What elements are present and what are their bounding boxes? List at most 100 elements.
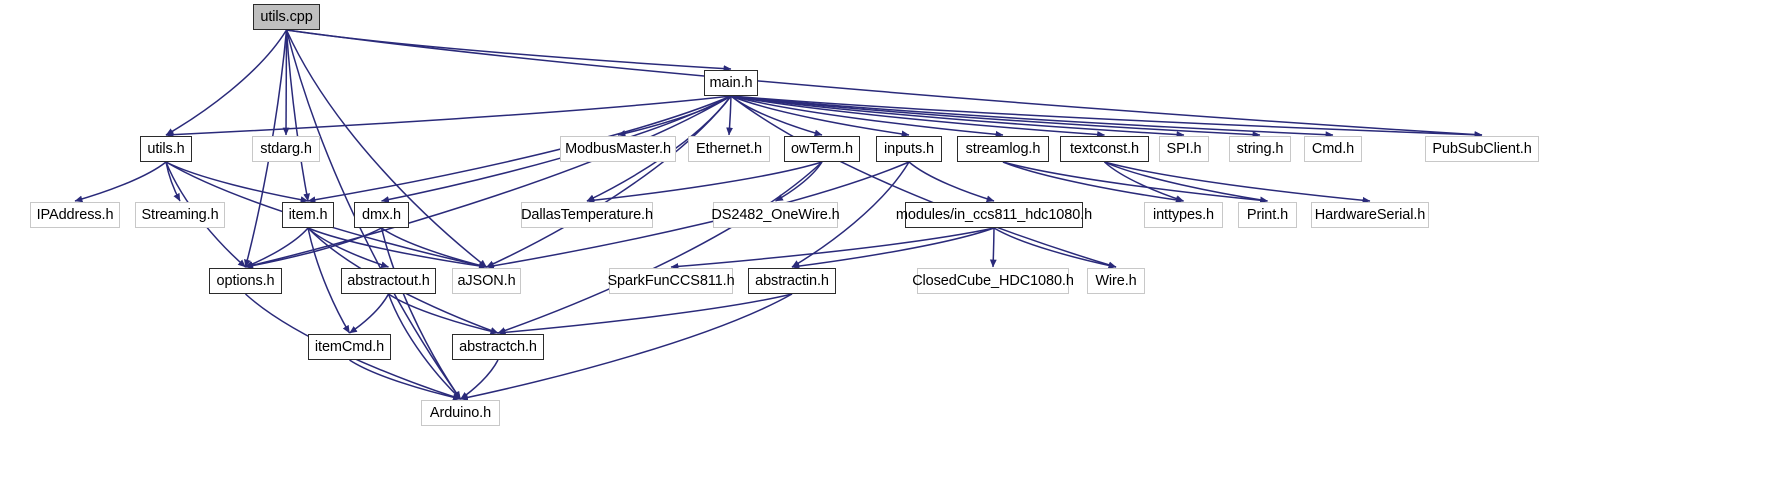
node-label: SparkFunCCS811.h [607, 272, 735, 289]
node-label: Arduino.h [429, 404, 492, 421]
node-label: Print.h [1246, 206, 1289, 223]
node-sparkfunccs-h[interactable]: SparkFunCCS811.h [607, 268, 735, 294]
node-label: streamlog.h [965, 140, 1041, 157]
node-label: abstractout.h [347, 272, 430, 289]
edge-main-h-to-textconst-h [730, 95, 1105, 138]
node-abstractin-h[interactable]: abstractin.h [748, 268, 836, 294]
edge-owterm-h-to-abstractch-h [497, 161, 823, 334]
edge-abstractout-h-to-abstractch-h [388, 293, 499, 335]
edge-abstractin-h-to-abstractch-h [497, 293, 793, 336]
node-label: item.h [288, 206, 328, 223]
node-label: utils.cpp [260, 8, 313, 25]
edge-modules-ccs-h-to-closedcube-h [989, 227, 997, 268]
node-streaming-h[interactable]: Streaming.h [135, 202, 225, 228]
edge-main-h-to-ajson-h [486, 95, 732, 268]
edge-inputs-h-to-modules-ccs-h [908, 161, 995, 203]
node-owterm-h[interactable]: owTerm.h [784, 136, 860, 162]
node-modbusmaster-h[interactable]: ModbusMaster.h [560, 136, 676, 162]
node-label: options.h [216, 272, 275, 289]
edge-textconst-h-to-hardwareserial-h [1104, 161, 1371, 204]
node-itemcmd-h[interactable]: itemCmd.h [308, 334, 391, 360]
edge-main-h-to-cmd-h [730, 95, 1334, 139]
edge-utils-h-to-streaming-h [165, 161, 181, 202]
node-ethernet-h[interactable]: Ethernet.h [688, 136, 770, 162]
node-wire-h[interactable]: Wire.h [1087, 268, 1145, 294]
edge-utils-cpp-to-main-h [286, 29, 732, 72]
node-label: SPI.h [1166, 140, 1202, 157]
edge-modules-ccs-h-to-abstractin-h [791, 227, 995, 270]
node-main-h[interactable]: main.h [704, 70, 758, 96]
edge-dmx-h-to-options-h [245, 227, 382, 269]
edge-textconst-h-to-inttypes-h [1103, 161, 1184, 202]
node-abstractout-h[interactable]: abstractout.h [341, 268, 436, 294]
node-dmx-h[interactable]: dmx.h [354, 202, 409, 228]
node-label: HardwareSerial.h [1314, 206, 1426, 223]
node-label: ModbusMaster.h [565, 140, 671, 157]
node-abstractch-h[interactable]: abstractch.h [452, 334, 544, 360]
node-streamlog-h[interactable]: streamlog.h [957, 136, 1049, 162]
node-label: Streaming.h [141, 206, 219, 223]
edge-main-h-to-spi-h [730, 95, 1185, 138]
edge-abstractout-h-to-itemcmd-h [349, 293, 390, 334]
edge-modules-ccs-h-to-wire-h [993, 227, 1117, 269]
node-label: PubSubClient.h [1432, 140, 1532, 157]
node-modules-ccs-h[interactable]: modules/in_ccs811_hdc1080.h [896, 202, 1092, 228]
node-ipaddress-h[interactable]: IPAddress.h [30, 202, 120, 228]
node-label: abstractin.h [755, 272, 829, 289]
edge-main-h-to-options-h [245, 95, 732, 269]
edge-main-h-to-streamlog-h [730, 95, 1004, 138]
node-options-h[interactable]: options.h [209, 268, 282, 294]
node-dallastemp-h[interactable]: DallasTemperature.h [521, 202, 653, 228]
edge-utils-cpp-to-item-h [285, 29, 310, 202]
node-label: aJSON.h [457, 272, 516, 289]
edge-utils-cpp-to-utils-h [165, 29, 288, 136]
edge-item-h-to-abstractout-h [307, 227, 389, 269]
node-ajson-h[interactable]: aJSON.h [452, 268, 521, 294]
node-label: inttypes.h [1152, 206, 1215, 223]
node-print-h[interactable]: Print.h [1238, 202, 1297, 228]
edge-utils-cpp-to-pubsubclient-h [286, 29, 1483, 138]
edge-main-h-to-inputs-h [730, 95, 910, 138]
node-closedcube-h[interactable]: ClosedCube_HDC1080.h [912, 268, 1074, 294]
edge-main-h-to-string-h [730, 95, 1261, 139]
edge-dmx-h-to-arduino-h [380, 227, 462, 400]
node-string-h[interactable]: string.h [1229, 136, 1291, 162]
edge-owterm-h-to-ds2482-h [775, 161, 823, 202]
node-inttypes-h[interactable]: inttypes.h [1144, 202, 1223, 228]
edge-main-h-to-owterm-h [730, 95, 823, 137]
node-label: owTerm.h [790, 140, 854, 157]
node-cmd-h[interactable]: Cmd.h [1304, 136, 1362, 162]
node-spi-h[interactable]: SPI.h [1159, 136, 1209, 162]
node-inputs-h[interactable]: inputs.h [876, 136, 942, 162]
node-label: modules/in_ccs811_hdc1080.h [895, 206, 1093, 223]
node-hardwareserial-h[interactable]: HardwareSerial.h [1311, 202, 1429, 228]
edge-main-h-to-dmx-h [381, 95, 732, 203]
edge-itemcmd-h-to-arduino-h [349, 359, 461, 401]
node-ds2482-h[interactable]: DS2482_OneWire.h [711, 202, 840, 228]
edge-abstractout-h-to-arduino-h [387, 293, 462, 400]
node-textconst-h[interactable]: textconst.h [1060, 136, 1149, 162]
edge-main-h-to-wire-h [730, 95, 1117, 269]
edge-owterm-h-to-dallastemp-h [586, 161, 823, 204]
node-utils-cpp[interactable]: utils.cpp [253, 4, 320, 30]
edge-item-h-to-ajson-h [307, 227, 487, 270]
edge-main-h-to-modbusmaster-h [617, 95, 732, 137]
node-pubsubclient-h[interactable]: PubSubClient.h [1425, 136, 1539, 162]
node-label: abstractch.h [459, 338, 537, 355]
edge-main-h-to-ethernet-h [726, 95, 733, 136]
edge-textconst-h-to-print-h [1104, 161, 1268, 204]
edge-dmx-h-to-ajson-h [381, 227, 487, 269]
edge-item-h-to-options-h [245, 227, 309, 268]
node-utils-h[interactable]: utils.h [140, 136, 192, 162]
node-label: ClosedCube_HDC1080.h [912, 272, 1074, 289]
node-label: DallasTemperature.h [521, 206, 653, 223]
node-stdarg-h[interactable]: stdarg.h [252, 136, 320, 162]
node-item-h[interactable]: item.h [282, 202, 334, 228]
node-label: DS2482_OneWire.h [711, 206, 840, 223]
edge-utils-cpp-to-stdarg-h [282, 29, 290, 136]
node-label: Wire.h [1095, 272, 1137, 289]
node-label: stdarg.h [260, 140, 312, 157]
node-arduino-h[interactable]: Arduino.h [421, 400, 500, 426]
